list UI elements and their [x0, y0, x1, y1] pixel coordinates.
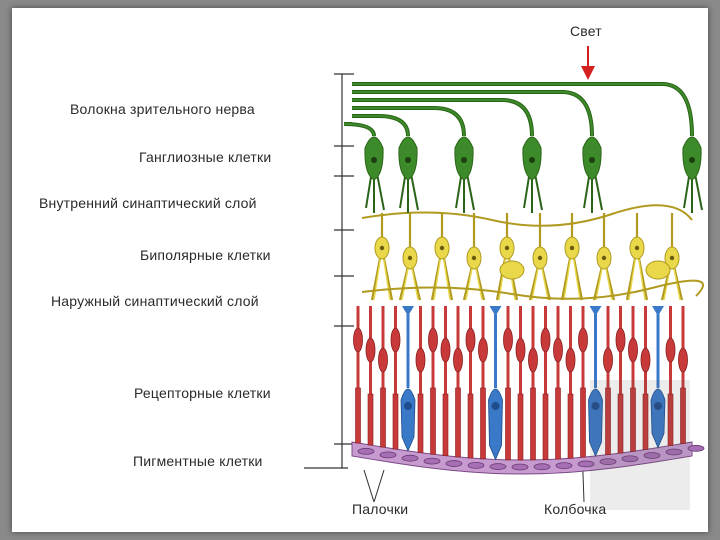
rod-nucleus	[616, 328, 625, 352]
rod-nucleus	[504, 328, 513, 352]
pigment-cells-label: Пигментные клетки	[133, 453, 263, 469]
pigment-cell	[688, 445, 704, 451]
bipolar-nucleus	[380, 246, 384, 250]
bipolar-nucleus	[408, 256, 412, 260]
rods-label: Палочки	[352, 501, 408, 517]
rod-nucleus	[366, 338, 375, 362]
rod-outer-segment	[518, 394, 523, 460]
pigment-cell	[490, 464, 506, 470]
rod-nucleus	[529, 348, 538, 372]
bipolar-nucleus	[670, 256, 674, 260]
bipolar-layer	[362, 205, 703, 300]
bipolar-nucleus	[538, 256, 542, 260]
optic-nerve-fibers-label: Волокна зрительного нерва	[70, 101, 255, 117]
rod-outer-segment	[381, 388, 386, 447]
pigment-cell	[556, 463, 572, 469]
pigment-cell	[402, 455, 418, 461]
rod-nucleus	[391, 328, 400, 352]
ganglion-nucleus	[529, 157, 535, 163]
retina-diagram: Свет Волокна зрительного нерва Ганглиозн…	[12, 8, 708, 532]
rod-nucleus	[666, 338, 675, 362]
rod-nucleus	[604, 348, 613, 372]
rod-outer-segment	[393, 394, 398, 449]
bipolar-nucleus	[472, 256, 476, 260]
ganglion-cells-label: Ганглиозные клетки	[139, 149, 271, 165]
rod-outer-segment	[568, 394, 573, 458]
ganglion-nucleus	[405, 157, 411, 163]
rod-outer-segment	[468, 394, 473, 458]
rod-outer-segment	[506, 388, 511, 460]
rod-nucleus	[479, 338, 488, 362]
light-label: Свет	[570, 23, 602, 39]
rod-outer-segment	[456, 388, 461, 457]
rod-nucleus	[416, 348, 425, 372]
cone-body	[489, 389, 503, 459]
rod-nucleus	[579, 328, 588, 352]
amacrine-cell	[500, 261, 524, 279]
pigment-cell	[358, 448, 374, 454]
rod-nucleus	[354, 328, 363, 352]
bipolar-nucleus	[635, 246, 639, 250]
rod-outer-segment	[531, 388, 536, 460]
rod-nucleus	[379, 348, 388, 372]
amacrine-cell	[646, 261, 670, 279]
pigment-cell	[468, 462, 484, 468]
pigment-cell	[534, 464, 550, 470]
rod-nucleus	[454, 348, 463, 372]
bipolar-nucleus	[440, 246, 444, 250]
pigment-cell	[446, 461, 462, 467]
ganglion-nucleus	[589, 157, 595, 163]
inner-plexus	[362, 205, 692, 225]
cone-nucleus	[404, 402, 412, 410]
rod-nucleus	[679, 348, 688, 372]
cone-body	[401, 389, 415, 451]
nerve-fibers	[344, 84, 692, 136]
ganglion-layer	[365, 137, 702, 213]
rod-nucleus	[554, 338, 563, 362]
rod-nucleus	[566, 348, 575, 372]
ganglion-nucleus	[461, 157, 467, 163]
pigment-cell	[380, 452, 396, 458]
ganglion-nucleus	[689, 157, 695, 163]
rod-nucleus	[641, 348, 650, 372]
cone-nucleus	[492, 402, 500, 410]
rod-outer-segment	[431, 388, 436, 454]
rod-outer-segment	[443, 394, 448, 456]
rod-outer-segment	[356, 388, 361, 443]
slide: Свет Волокна зрительного нерва Ганглиозн…	[12, 8, 708, 532]
bipolar-cells-label: Биполярные клетки	[140, 247, 271, 263]
ganglion-nucleus	[371, 157, 377, 163]
bipolar-nucleus	[505, 246, 509, 250]
pigment-cell	[512, 464, 528, 470]
rod-outer-segment	[581, 388, 586, 457]
rod-nucleus	[441, 338, 450, 362]
rod-outer-segment	[543, 394, 548, 460]
rod-outer-segment	[481, 388, 486, 459]
rod-nucleus	[429, 328, 438, 352]
watermark-logo	[590, 380, 690, 510]
light-arrow	[581, 46, 595, 80]
rod-nucleus	[541, 328, 550, 352]
inner-synaptic-layer-label: Внутренний синаптический слой	[39, 195, 257, 211]
outer-synaptic-layer-label: Наружный синаптический слой	[51, 293, 259, 309]
bipolar-nucleus	[570, 246, 574, 250]
rod-outer-segment	[556, 388, 561, 459]
rod-nucleus	[629, 338, 638, 362]
rod-outer-segment	[418, 394, 423, 453]
receptor-cells-label: Рецепторные клетки	[134, 385, 271, 401]
pigment-cell	[424, 458, 440, 464]
layer-bracket	[304, 74, 354, 468]
rod-outer-segment	[368, 394, 373, 445]
bipolar-nucleus	[602, 256, 606, 260]
rod-nucleus	[466, 328, 475, 352]
rod-nucleus	[516, 338, 525, 362]
